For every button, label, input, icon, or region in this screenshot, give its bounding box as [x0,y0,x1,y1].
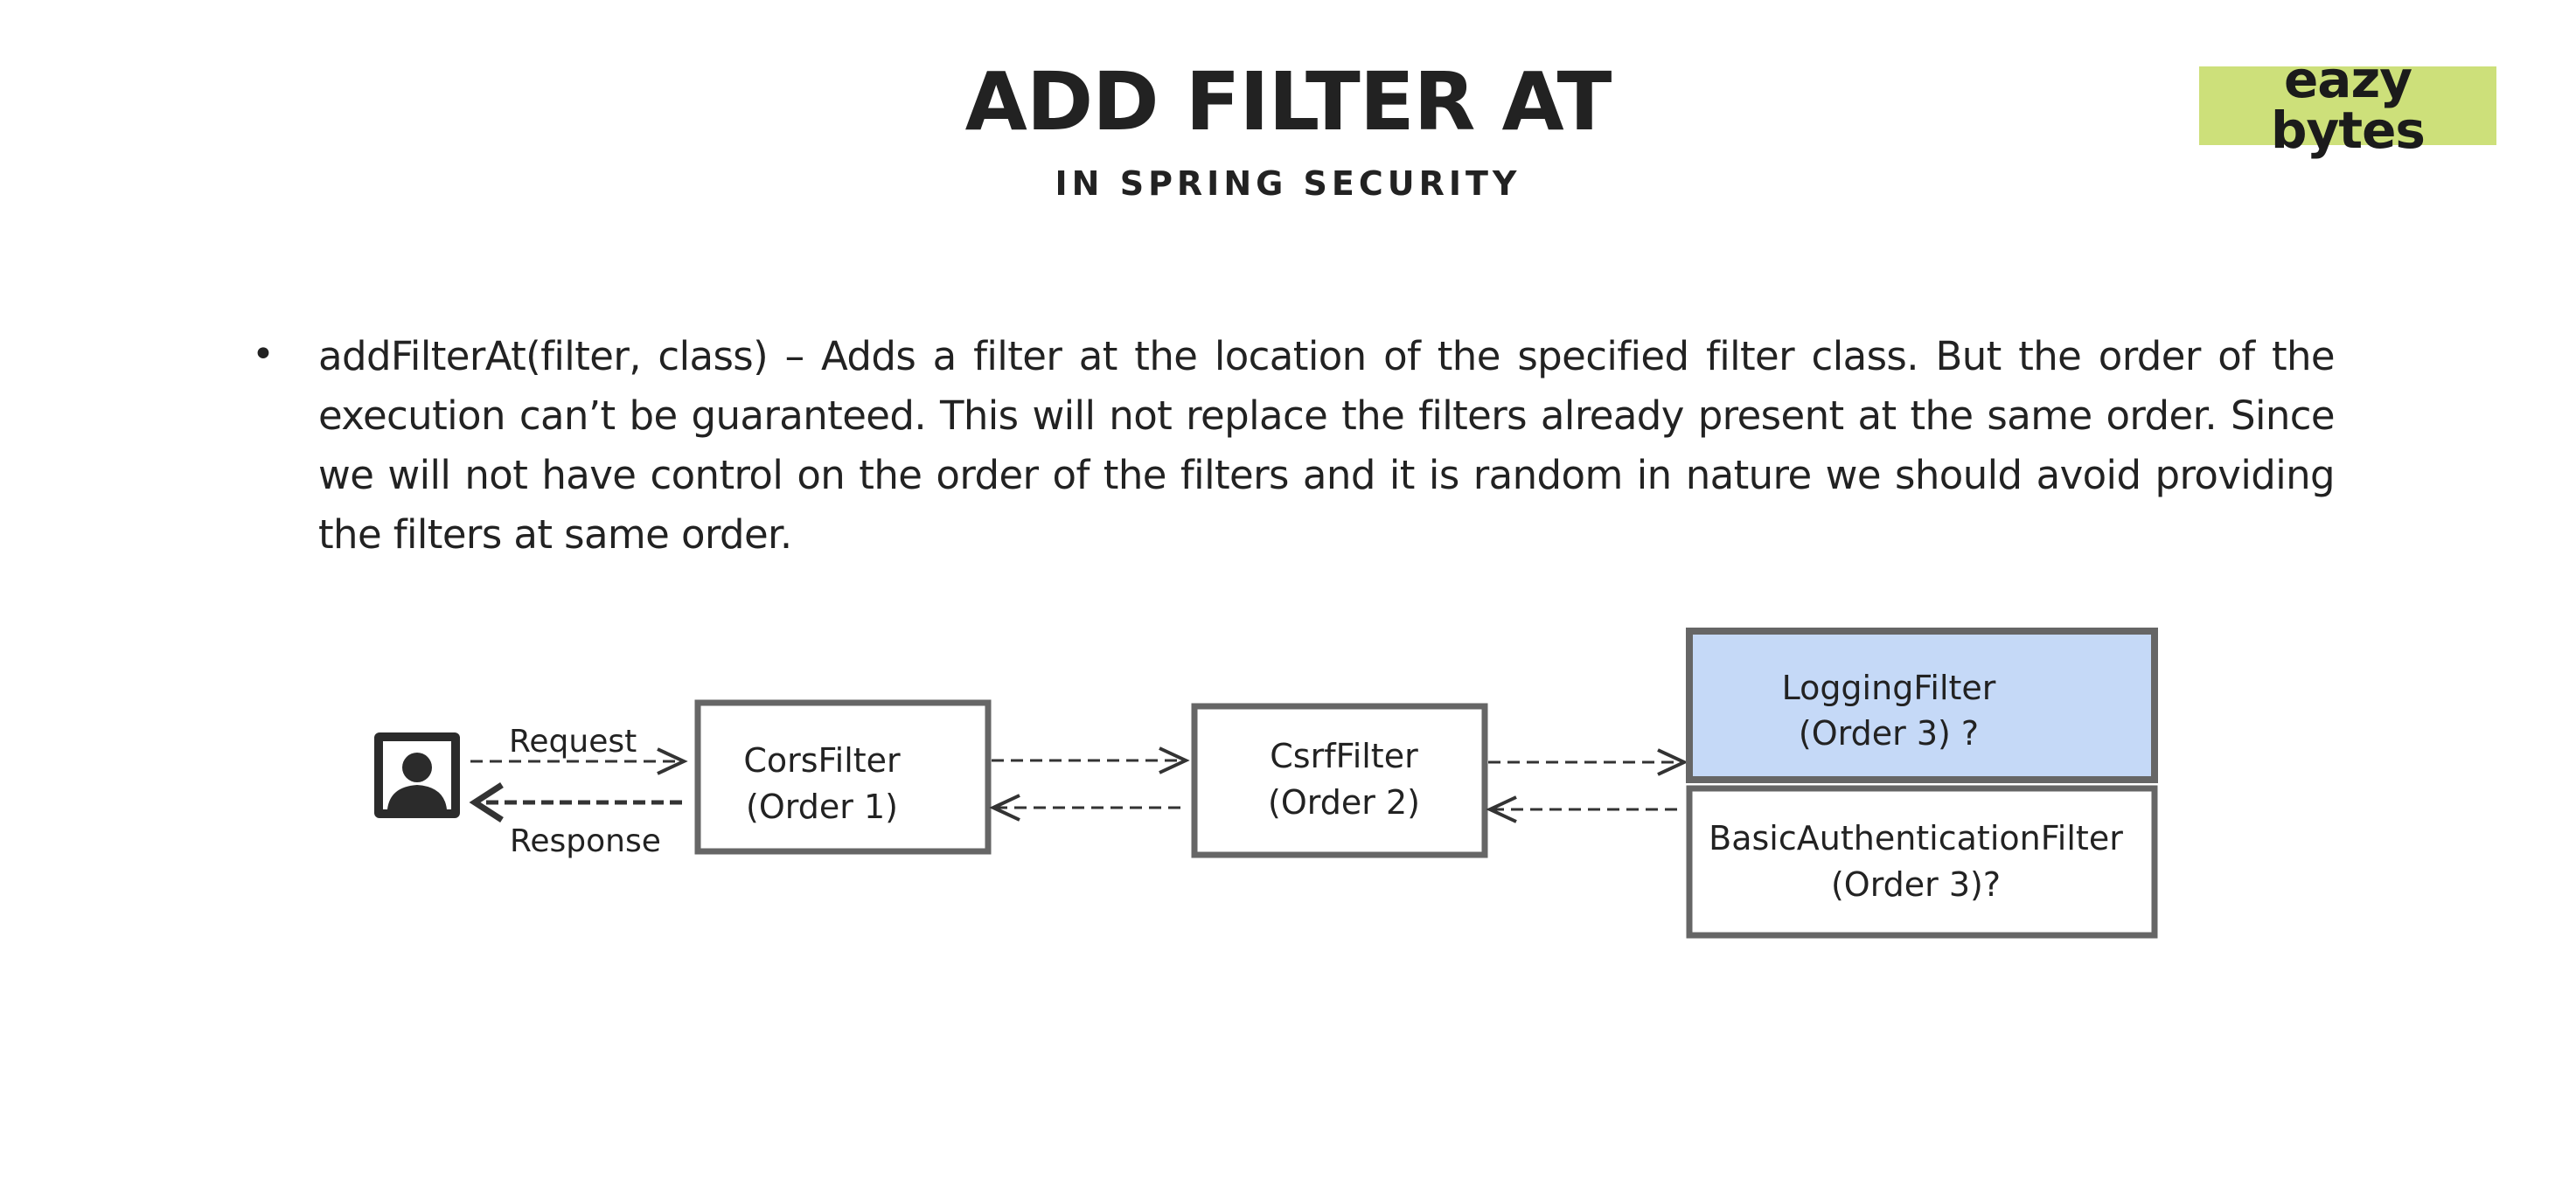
csrf-filter-order: (Order 2) [1268,783,1420,822]
cors-filter-name: CorsFilter [743,741,901,780]
logo-line-1: eazy [2283,50,2412,109]
bullet-marker: • [252,332,275,377]
logging-filter-name: LoggingFilter [1782,669,1996,707]
basic-authentication-filter-name: BasicAuthenticationFilter [1709,819,2123,857]
basic-authentication-filter-box [1686,785,2158,939]
csrf-to-next-arrow [1488,748,1688,776]
response-arrow [469,782,684,823]
cors-filter-order: (Order 1) [746,788,898,826]
bullet-text: addFilterAt(filter, class) – Adds a filt… [318,333,2336,558]
response-label: Response [510,823,661,859]
request-label: Request [509,724,637,760]
page-title: ADD FILTER AT [964,55,1612,149]
next-to-csrf-arrow [1486,795,1682,823]
basic-authentication-filter-order: (Order 3)? [1831,865,2001,904]
request-arrow [470,747,688,775]
cors-to-csrf-arrow [992,746,1190,774]
page-subtitle: IN SPRING SECURITY [1055,164,1521,203]
logo-line-2: bytes [2271,101,2426,160]
logo: eazy bytes [2230,54,2466,156]
logo-background [2199,66,2496,145]
csrf-filter-box [1191,703,1488,858]
logging-filter-order: (Order 3) ? [1799,714,1979,753]
logging-filter-box [1686,628,2158,783]
csrf-filter-name: CsrfFilter [1270,737,1418,775]
user-silhouette-icon [374,732,460,818]
csrf-to-cors-arrow [989,794,1182,822]
cors-filter-box [694,699,992,855]
